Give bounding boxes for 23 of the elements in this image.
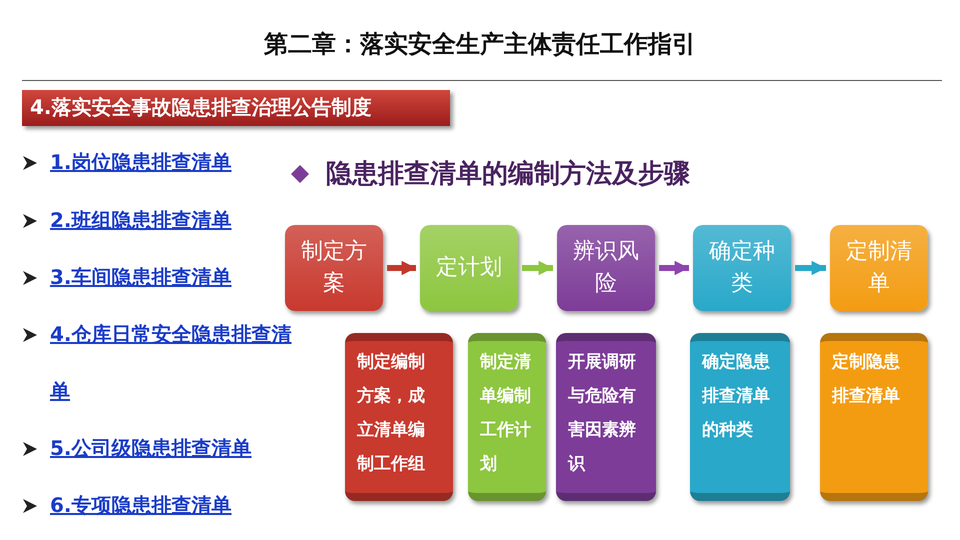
list-link: 3.车间隐患排查清单 — [50, 264, 232, 291]
arrow — [387, 260, 416, 276]
list-link: 2.班组隐患排查清单 — [50, 207, 232, 234]
section-banner: 4.落实安全事故隐患排查治理公告制度 — [22, 90, 450, 126]
scroll-banner: 制定编制方案，成立清单编制工作组 — [345, 333, 453, 501]
scroll-banner: 开展调研与危险有害因素辨识 — [556, 333, 656, 501]
list-link: 4.仓库日常安全隐患排查清单 — [50, 321, 293, 405]
arrow — [659, 260, 689, 276]
process-box: 辨识风险 — [557, 225, 655, 311]
arrow — [795, 260, 826, 276]
process-box: 定计划 — [420, 225, 518, 311]
scroll-banner: 确定隐患排查清单的种类 — [690, 333, 790, 501]
section-heading: 隐患排查清单的编制方法及步骤 — [326, 158, 690, 191]
arrow — [522, 260, 553, 276]
scroll-banner: 制定清单编制工作计划 — [468, 333, 546, 501]
slide-title: 第二章：落实安全生产主体责任工作指引 — [263, 29, 697, 60]
process-box: 确定种类 — [693, 225, 791, 311]
list-link: 1.岗位隐患排查清单 — [50, 149, 232, 176]
process-box: 制定方案 — [285, 225, 383, 311]
list-link: 6.专项隐患排查清单 — [50, 492, 232, 519]
scroll-banner: 定制隐患排查清单 — [820, 333, 928, 501]
list-link: 5.公司级隐患排查清单 — [50, 435, 252, 462]
process-box: 定制清单 — [830, 225, 928, 311]
